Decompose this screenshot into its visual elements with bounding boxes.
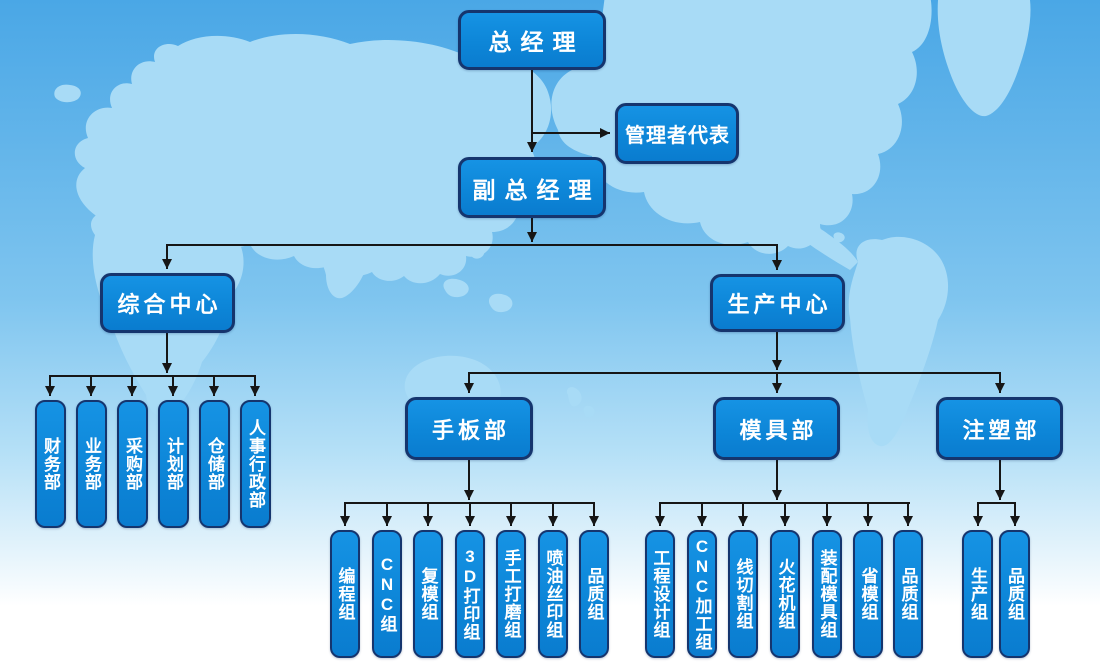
connector-mold-to-groups — [655, 460, 913, 526]
node-group-3d-print: 3D打印组 — [455, 530, 485, 658]
node-dept-planning: 计划部 — [158, 400, 189, 528]
node-group-wire-cutting: 线切割组 — [728, 530, 758, 658]
node-group-mold-assembly: 装配模具组 — [812, 530, 842, 658]
node-group-spray-silkscreen: 喷油丝印组 — [538, 530, 568, 658]
connector-handboard-to-groups — [340, 460, 599, 526]
node-group-engineering-design: 工程设计组 — [645, 530, 675, 658]
node-group-cnc-machining: CNC加工组 — [687, 530, 717, 658]
node-comprehensive-center: 综合中心 — [100, 273, 235, 333]
node-group-programming: 编程组 — [330, 530, 360, 658]
node-group-quality-handboard: 品质组 — [579, 530, 609, 658]
node-group-hand-polish: 手工打磨组 — [496, 530, 526, 658]
node-dept-business: 业务部 — [76, 400, 107, 528]
connector-root-to-deputy — [527, 70, 610, 152]
node-group-quality-injection: 品质组 — [999, 530, 1030, 658]
node-group-duplicate-mold: 复模组 — [413, 530, 443, 658]
node-dept-injection: 注塑部 — [936, 397, 1063, 460]
node-general-manager: 总经理 — [458, 10, 606, 70]
node-dept-handboard: 手板部 — [405, 397, 533, 460]
node-group-edm: 火花机组 — [770, 530, 800, 658]
node-dept-mold: 模具部 — [713, 397, 840, 460]
node-group-quality-mold: 品质组 — [893, 530, 923, 658]
connector-comprehensive-to-departments — [45, 333, 260, 396]
connector-production-to-departments — [464, 331, 1005, 393]
node-dept-finance: 财务部 — [35, 400, 66, 528]
node-production-center: 生产中心 — [710, 274, 845, 332]
node-dept-purchasing: 采购部 — [117, 400, 148, 528]
node-dept-warehouse: 仓储部 — [199, 400, 230, 528]
node-management-representative: 管理者代表 — [615, 103, 739, 164]
node-deputy-general-manager: 副总经理 — [458, 157, 606, 218]
node-group-cnc: CNC组 — [372, 530, 402, 658]
node-dept-hr-admin: 人事行政部 — [240, 400, 271, 528]
node-group-production: 生产组 — [962, 530, 993, 658]
connector-injection-to-groups — [973, 460, 1020, 526]
connector-deputy-to-centers — [162, 218, 782, 270]
node-group-mold-polishing: 省模组 — [853, 530, 883, 658]
